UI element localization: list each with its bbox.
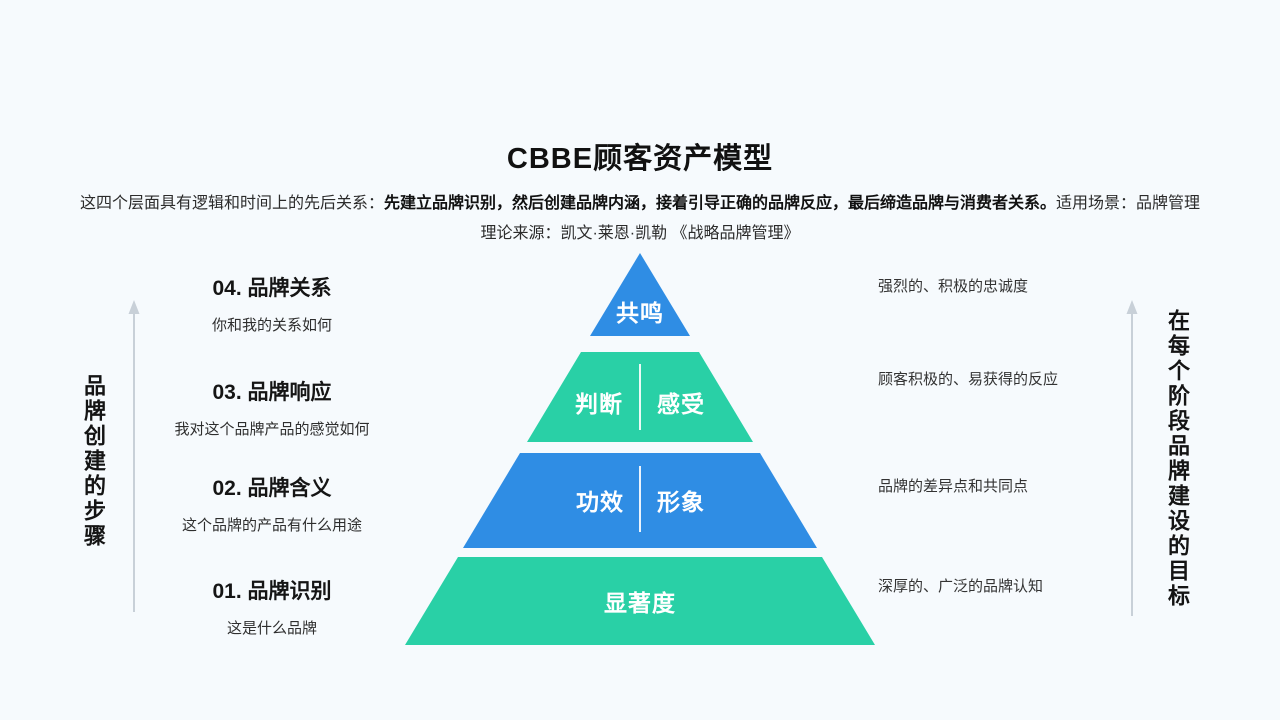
pyramid-label-imagery: 形象 xyxy=(657,489,705,515)
pyramid-label-performance: 功效 xyxy=(576,489,624,515)
pyramid-label-salience: 显著度 xyxy=(604,590,676,616)
pyramid-level-resonance xyxy=(590,253,690,336)
step-desc: 我对这个品牌产品的感觉如何 xyxy=(174,421,370,438)
page-title: CBBE顾客资产模型 xyxy=(506,143,774,175)
left-axis-label: 品牌创建的步骤 xyxy=(81,374,106,549)
step-row-2: 02. 品牌含义 这个品牌的产品有什么用途 xyxy=(152,475,392,537)
intro-text: 这四个层面具有逻辑和时间上的先后关系：先建立品牌识别，然后创建品牌内涵，接着引导… xyxy=(0,189,1280,213)
step-row-1: 01. 品牌识别 这是什么品牌 xyxy=(152,578,392,640)
pyramid-label-feeling: 感受 xyxy=(657,391,705,417)
goal-text-meaning: 品牌的差异点和共同点 xyxy=(878,478,1029,495)
right-axis-label: 在每个阶段品牌建设的目标 xyxy=(1165,309,1190,609)
step-row-4: 04. 品牌关系 你和我的关系如何 xyxy=(152,275,392,337)
intro-bold-text: 先建立品牌识别，然后创建品牌内涵，接着引导正确的品牌反应，最后缔造品牌与消费者关… xyxy=(383,195,1056,212)
step-row-3: 03. 品牌响应 我对这个品牌产品的感觉如何 xyxy=(152,379,392,441)
step-title: 03. 品牌响应 xyxy=(212,381,332,404)
intro-usage-text: 适用场景：品牌管理 xyxy=(1056,195,1201,212)
goal-text-identity: 深厚的、广泛的品牌认知 xyxy=(878,578,1044,595)
source-text: 理论来源：凯文·莱恩·凯勒 《战略品牌管理》 xyxy=(480,225,800,242)
pyramid-label-resonance: 共鸣 xyxy=(616,300,664,326)
step-title: 01. 品牌识别 xyxy=(212,580,332,603)
goal-text-resonance: 强烈的、积极的忠诚度 xyxy=(878,278,1029,295)
step-title: 02. 品牌含义 xyxy=(212,477,332,500)
pyramid-level-identity xyxy=(405,557,875,645)
step-desc: 这个品牌的产品有什么用途 xyxy=(181,517,362,534)
step-desc: 你和我的关系如何 xyxy=(211,317,332,334)
step-title: 04. 品牌关系 xyxy=(212,277,332,300)
goal-text-response: 顾客积极的、易获得的反应 xyxy=(878,371,1059,388)
step-desc: 这是什么品牌 xyxy=(226,620,317,637)
pyramid-label-judgment: 判断 xyxy=(575,391,623,417)
intro-regular-text: 这四个层面具有逻辑和时间上的先后关系： xyxy=(79,195,384,212)
